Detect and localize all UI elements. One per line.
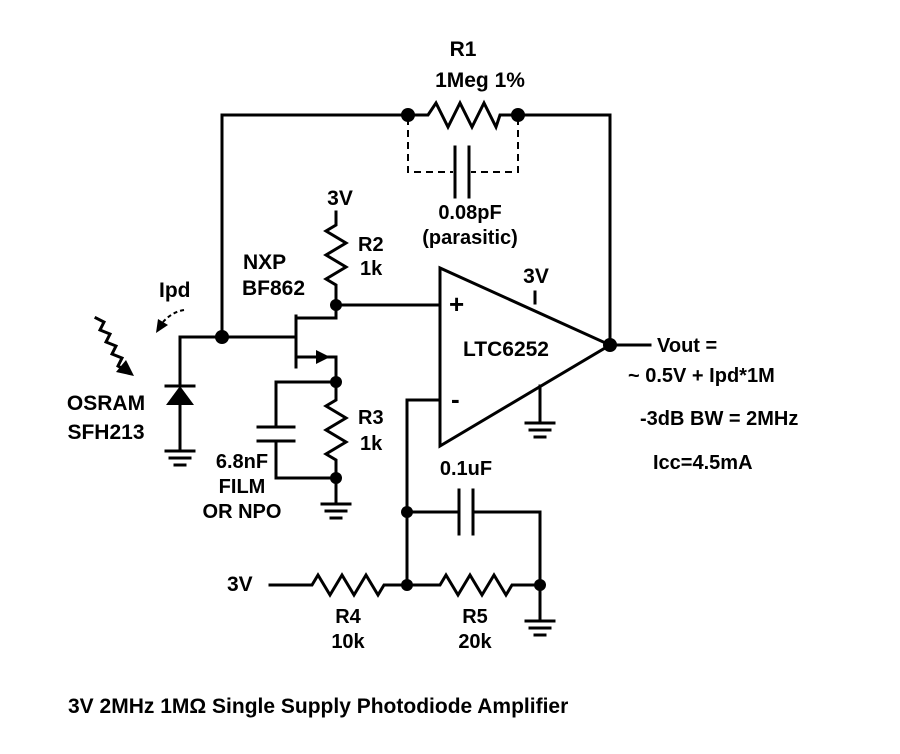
ipd-label: Ipd	[159, 279, 191, 302]
r1-feedback-resistor	[220, 99, 612, 347]
supply-bottom-label: 3V	[227, 573, 253, 596]
r5-resistor	[405, 572, 542, 598]
opamp-supply-label: 3V	[523, 265, 549, 288]
bandwidth-label: -3dB BW = 2MHz	[640, 408, 798, 430]
r3-value-label: 1k	[360, 433, 383, 455]
diode-part-label: SFH213	[67, 421, 144, 444]
output-junction	[603, 338, 617, 352]
r2-drain-resistor	[323, 210, 442, 307]
opamp-minus-label: -	[451, 384, 460, 414]
cap68-type1-label: FILM	[219, 476, 266, 498]
supply-top-label: 3V	[327, 187, 353, 210]
r3-name-label: R3	[358, 407, 384, 429]
jfet-brand-label: NXP	[243, 251, 286, 274]
r1-value-label: 1Meg 1%	[435, 69, 525, 92]
caption: 3V 2MHz 1MΩ Single Supply Photodiode Amp…	[68, 695, 568, 718]
cpar-value-label: 0.08pF	[438, 202, 501, 224]
photodiode	[164, 335, 196, 452]
vout-line2-label: ~ 0.5V + Ipd*1M	[628, 365, 775, 387]
jfet-bf862	[294, 303, 338, 384]
ipd-current-arrow	[156, 309, 185, 333]
opamp-ground	[524, 384, 556, 439]
r3-source-resistor	[323, 380, 349, 480]
source-ground	[320, 476, 352, 520]
vout-line1-label: Vout =	[657, 335, 717, 357]
jfet-part-label: BF862	[242, 277, 305, 300]
r4-value-label: 10k	[331, 631, 365, 653]
r5-name-label: R5	[462, 606, 488, 628]
light-arrow	[93, 315, 134, 376]
source-capacitor	[256, 380, 338, 480]
c01-value-label: 0.1uF	[440, 458, 492, 480]
supply-current-label: Icc=4.5mA	[653, 452, 753, 474]
r2-name-label: R2	[358, 234, 384, 256]
cap68-value-label: 6.8nF	[216, 451, 268, 473]
source-arrow	[316, 350, 330, 364]
diode-brand-label: OSRAM	[67, 392, 145, 415]
r5-value-label: 20k	[458, 631, 492, 653]
opamp-part-label: LTC6252	[463, 338, 549, 361]
inverting-input-wire	[405, 398, 442, 587]
gate-junction	[215, 330, 229, 344]
opamp-ltc6252	[438, 265, 614, 449]
r4-resistor	[268, 572, 409, 598]
cpar-note-label: (parasitic)	[422, 227, 518, 249]
parasitic-capacitor	[407, 118, 519, 199]
r4-name-label: R4	[335, 606, 361, 628]
r2-value-label: 1k	[360, 258, 383, 280]
r1-name-label: R1	[450, 38, 477, 61]
bypass-capacitor	[405, 488, 542, 587]
r1-left-junction	[401, 108, 415, 122]
r1-right-junction	[511, 108, 525, 122]
divider-ground	[524, 583, 556, 637]
photodiode-ground	[164, 449, 196, 467]
opamp-plus-label: +	[449, 289, 464, 319]
cap68-type2-label: OR NPO	[203, 501, 282, 523]
